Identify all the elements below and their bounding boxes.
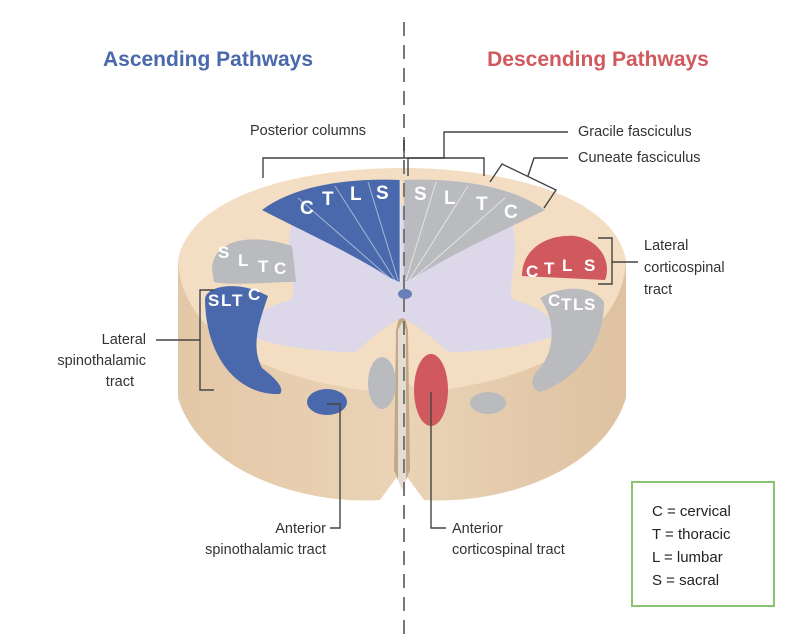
lateral-corticospinal-label-3: tract: [644, 282, 672, 298]
legend-item: L = lumbar: [652, 549, 723, 566]
segment-label: C: [274, 259, 286, 278]
anterior-corticospinal-label-1: Anterior: [452, 521, 503, 537]
legend-item: T = thoracic: [652, 526, 731, 543]
anterior-corticospinal-leader: [430, 392, 446, 529]
segment-label: T: [561, 295, 572, 314]
anterior-spinothalamic-label-2: spinothalamic tract: [205, 542, 326, 558]
posterior-columns-right: S L T C: [404, 179, 545, 282]
segment-label: S: [208, 291, 219, 310]
segment-label: C: [504, 202, 518, 223]
posterior-columns-bracket: [262, 157, 485, 178]
central-canal: [398, 289, 412, 299]
lateral-spinothalamic-tract: S L T C: [205, 285, 282, 395]
segment-label: C: [548, 291, 560, 310]
legend: C = cervical T = thoracic L = lumbar S =…: [631, 481, 775, 607]
anterior-spinothalamic-tract: [307, 389, 347, 415]
segment-label: T: [258, 257, 269, 276]
segment-label: S: [584, 256, 595, 275]
segment-label: L: [562, 256, 572, 275]
right-gray-tract: C T L S: [532, 288, 604, 392]
segment-label: L: [238, 251, 248, 270]
legend-item: C = cervical: [652, 503, 731, 520]
lateral-spinothalamic-label-2: spinothalamic: [57, 353, 146, 369]
segment-label: L: [221, 291, 231, 310]
cuneate-fasciculus-label: Cuneate fasciculus: [578, 150, 701, 166]
legend-box: [631, 481, 775, 607]
lateral-corticospinal-bracket: [598, 237, 613, 285]
posterior-columns-left: C T L S: [262, 179, 401, 282]
posterior-columns-label: Posterior columns: [250, 123, 366, 139]
anterior-corticospinal-label-2: corticospinal tract: [452, 542, 565, 558]
segment-label: S: [218, 243, 229, 262]
segment-label: S: [414, 184, 427, 205]
segment-label: L: [444, 188, 456, 209]
segment-label: T: [476, 194, 488, 215]
lateral-corticospinal-tract: C T L S: [522, 235, 607, 281]
descending-title: Descending Pathways: [487, 48, 709, 71]
segment-label: S: [376, 183, 389, 204]
lateral-spinothalamic-label-1: Lateral: [102, 332, 146, 348]
segment-label: T: [544, 259, 555, 278]
anterior-gray-tract-right: [470, 392, 506, 414]
cuneate-fasciculus-leader: [527, 157, 568, 177]
ascending-title: Ascending Pathways: [103, 48, 313, 71]
segment-label: C: [300, 198, 314, 219]
anterior-gray-tract-left: [368, 357, 396, 409]
segment-label: T: [232, 291, 243, 310]
anterior-spinothalamic-label-1: Anterior: [275, 521, 326, 537]
anterior-spinothalamic-leader: [327, 403, 341, 529]
legend-item: S = sacral: [652, 572, 719, 589]
segment-label: T: [322, 189, 334, 210]
lateral-corticospinal-label-1: Lateral: [644, 238, 688, 254]
cuneate-fasciculus-bracket: [489, 163, 558, 209]
segment-label: S: [584, 295, 595, 314]
segment-label: C: [526, 262, 538, 281]
lateral-corticospinal-label-2: corticospinal: [644, 260, 725, 276]
segment-label: C: [248, 285, 260, 304]
anterior-corticospinal-tract: [414, 354, 448, 426]
gracile-fasciculus-label: Gracile fasciculus: [578, 124, 692, 140]
lateral-spinothalamic-label-3: tract: [106, 374, 134, 390]
left-gray-tract: S L T C: [212, 239, 296, 284]
gracile-fasciculus-leader: [407, 131, 568, 176]
segment-label: L: [350, 184, 362, 205]
segment-label: L: [573, 295, 583, 314]
